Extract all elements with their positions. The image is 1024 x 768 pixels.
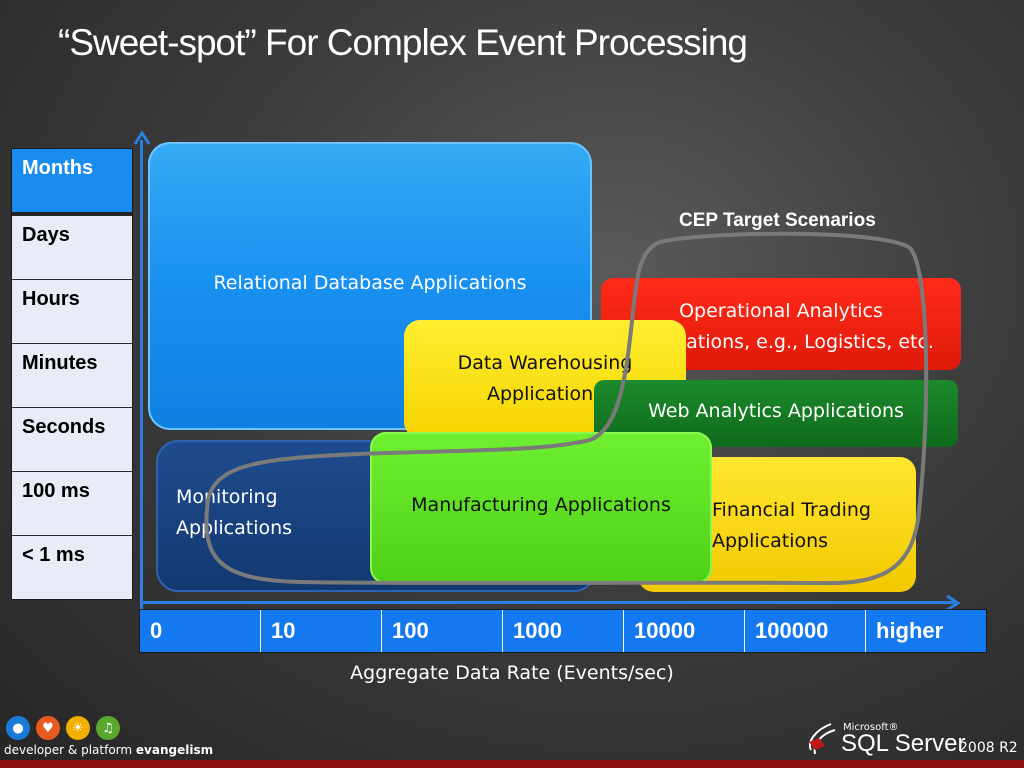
warehousing-label-line2: Applications bbox=[486, 383, 604, 405]
footer-bar bbox=[0, 760, 1024, 768]
latency-cell: Months bbox=[12, 149, 132, 215]
latency-cell: Minutes bbox=[12, 343, 132, 407]
y-axis-arrow-icon bbox=[133, 131, 151, 145]
rate-axis-label: Aggregate Data Rate (Events/sec) bbox=[350, 662, 674, 684]
rate-cell: higher bbox=[865, 610, 986, 652]
operational-label-line2: Applications, e.g., Logistics, etc. bbox=[628, 331, 934, 353]
sql-server-text: SQL Server bbox=[841, 730, 966, 757]
rate-cell: 0 bbox=[150, 618, 163, 643]
operational-label-line1: Operational Analytics bbox=[679, 300, 883, 322]
web-analytics-box: Web Analytics Applications bbox=[594, 380, 958, 447]
cep-target-label: CEP Target Scenarios bbox=[679, 210, 876, 231]
dev-text-part1: developer & platform bbox=[4, 743, 133, 757]
rate-cell: 100000 bbox=[744, 610, 865, 652]
lightbulb-icon: ☀ bbox=[66, 716, 90, 740]
cep-outline-path bbox=[204, 231, 929, 586]
monitoring-label-line1: Monitoring bbox=[176, 486, 278, 508]
rate-cell: 1000 bbox=[502, 610, 623, 652]
person-icon: ● bbox=[6, 716, 30, 740]
rate-cell: 10000 bbox=[623, 610, 744, 652]
web-analytics-label: Web Analytics Applications bbox=[648, 400, 904, 422]
rate-table: 0 10 100 1000 10000 100000 higher bbox=[139, 609, 987, 653]
financial-label-line1: Financial Trading bbox=[712, 499, 871, 521]
latency-cell: < 1 ms bbox=[12, 535, 132, 599]
microsoft-text: Microsoft® bbox=[843, 722, 899, 733]
x-axis-line bbox=[140, 601, 958, 604]
dev-text-part2: evangelism bbox=[135, 743, 214, 757]
version-text: 2008 R2 bbox=[959, 740, 1018, 756]
x-axis-arrow-icon bbox=[946, 594, 960, 612]
latency-cell: Days bbox=[12, 215, 132, 279]
latency-cell: Seconds bbox=[12, 407, 132, 471]
slide-title: “Sweet-spot” For Complex Event Processin… bbox=[58, 22, 748, 63]
y-axis-line bbox=[140, 140, 143, 610]
financial-label-line2: Applications bbox=[712, 530, 829, 552]
heart-icon: ♥ bbox=[36, 716, 60, 740]
sql-server-logo-icon bbox=[809, 723, 836, 755]
warehousing-label-line1: Data Warehousing bbox=[457, 352, 633, 374]
speaker-icon: ♫ bbox=[96, 716, 120, 740]
manufacturing-box: Manufacturing Applications bbox=[370, 432, 712, 584]
relational-database-label: Relational Database Applications bbox=[213, 272, 527, 294]
latency-cell: Hours bbox=[12, 279, 132, 343]
latency-table: Months Days Hours Minutes Seconds 100 ms… bbox=[11, 148, 133, 600]
rate-cell: 100 bbox=[381, 610, 502, 652]
rate-cell: 10 bbox=[260, 610, 381, 652]
developer-platform-evangelism-text: developer & platform evangelism bbox=[4, 743, 213, 757]
sql-server-logo: Microsoft® SQL Server 2008 R2 bbox=[805, 718, 1020, 760]
manufacturing-label: Manufacturing Applications bbox=[411, 494, 671, 516]
latency-cell: 100 ms bbox=[12, 471, 132, 535]
evangelism-icons: ● ♥ ☀ ♫ bbox=[6, 716, 120, 740]
